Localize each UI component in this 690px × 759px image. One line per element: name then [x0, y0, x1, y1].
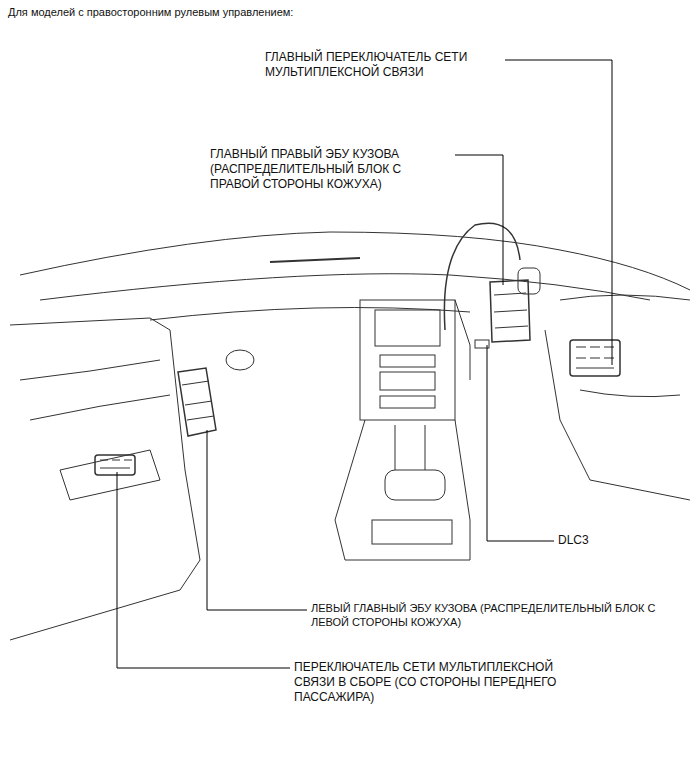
- part-label: ГЛАВНЫЙ ПРАВЫЙ ЭБУ КУЗОВА (РАСПРЕДЕЛИТЕЛ…: [210, 147, 450, 192]
- dash-top: [20, 232, 690, 290]
- leader-line: [207, 430, 307, 610]
- display: [375, 310, 440, 346]
- shifter: [395, 425, 425, 470]
- rear-vent: [372, 520, 452, 544]
- leader-line: [117, 472, 290, 668]
- left-door-trim: [30, 395, 170, 420]
- console: [335, 420, 470, 560]
- leader-line: [455, 155, 503, 285]
- climate: [380, 372, 435, 390]
- leader-line: [487, 345, 554, 541]
- left-door-pocket: [60, 450, 160, 500]
- part-label: DLC3: [558, 533, 589, 548]
- part-label: ЛЕВЫЙ ГЛАВНЫЙ ЭБУ КУЗОВА (РАСПРЕДЕЛИТЕЛЬ…: [311, 602, 671, 630]
- vent: [226, 350, 254, 370]
- dash-shelf: [40, 274, 650, 300]
- right-door-trim: [580, 390, 680, 397]
- center-stack: [360, 300, 455, 420]
- right-door: [545, 330, 690, 500]
- left-door: [10, 318, 200, 640]
- page-title: Для моделей с правосторонним рулевым упр…: [8, 6, 608, 20]
- left-door-trim: [20, 360, 160, 380]
- switch-buttons: [100, 460, 132, 468]
- leader-line: [505, 60, 612, 365]
- steering-wheel: [444, 223, 520, 330]
- right-door-top: [560, 295, 690, 300]
- steering-column: [455, 300, 470, 380]
- part-label: ГЛАВНЫЙ ПЕРЕКЛЮЧАТЕЛЬ СЕТИ МУЛЬТИПЛЕКСНО…: [265, 50, 500, 80]
- switch-buttons: [576, 347, 614, 368]
- passenger-switch: [95, 455, 135, 475]
- part-label: ПЕРЕКЛЮЧАТЕЛЬ СЕТИ МУЛЬТИПЛЕКСНОЙ СВЯЗИ …: [294, 660, 594, 705]
- right-ecu: [490, 280, 530, 342]
- right-ecu-detail: [494, 293, 528, 328]
- left-ecu-detail: [182, 381, 214, 420]
- radio: [380, 355, 435, 367]
- armrest: [385, 470, 445, 500]
- leader-lines: [117, 60, 612, 668]
- left-ecu: [178, 368, 216, 436]
- dash-line: [150, 308, 470, 321]
- buttons: [380, 396, 435, 408]
- defroster: [270, 258, 360, 262]
